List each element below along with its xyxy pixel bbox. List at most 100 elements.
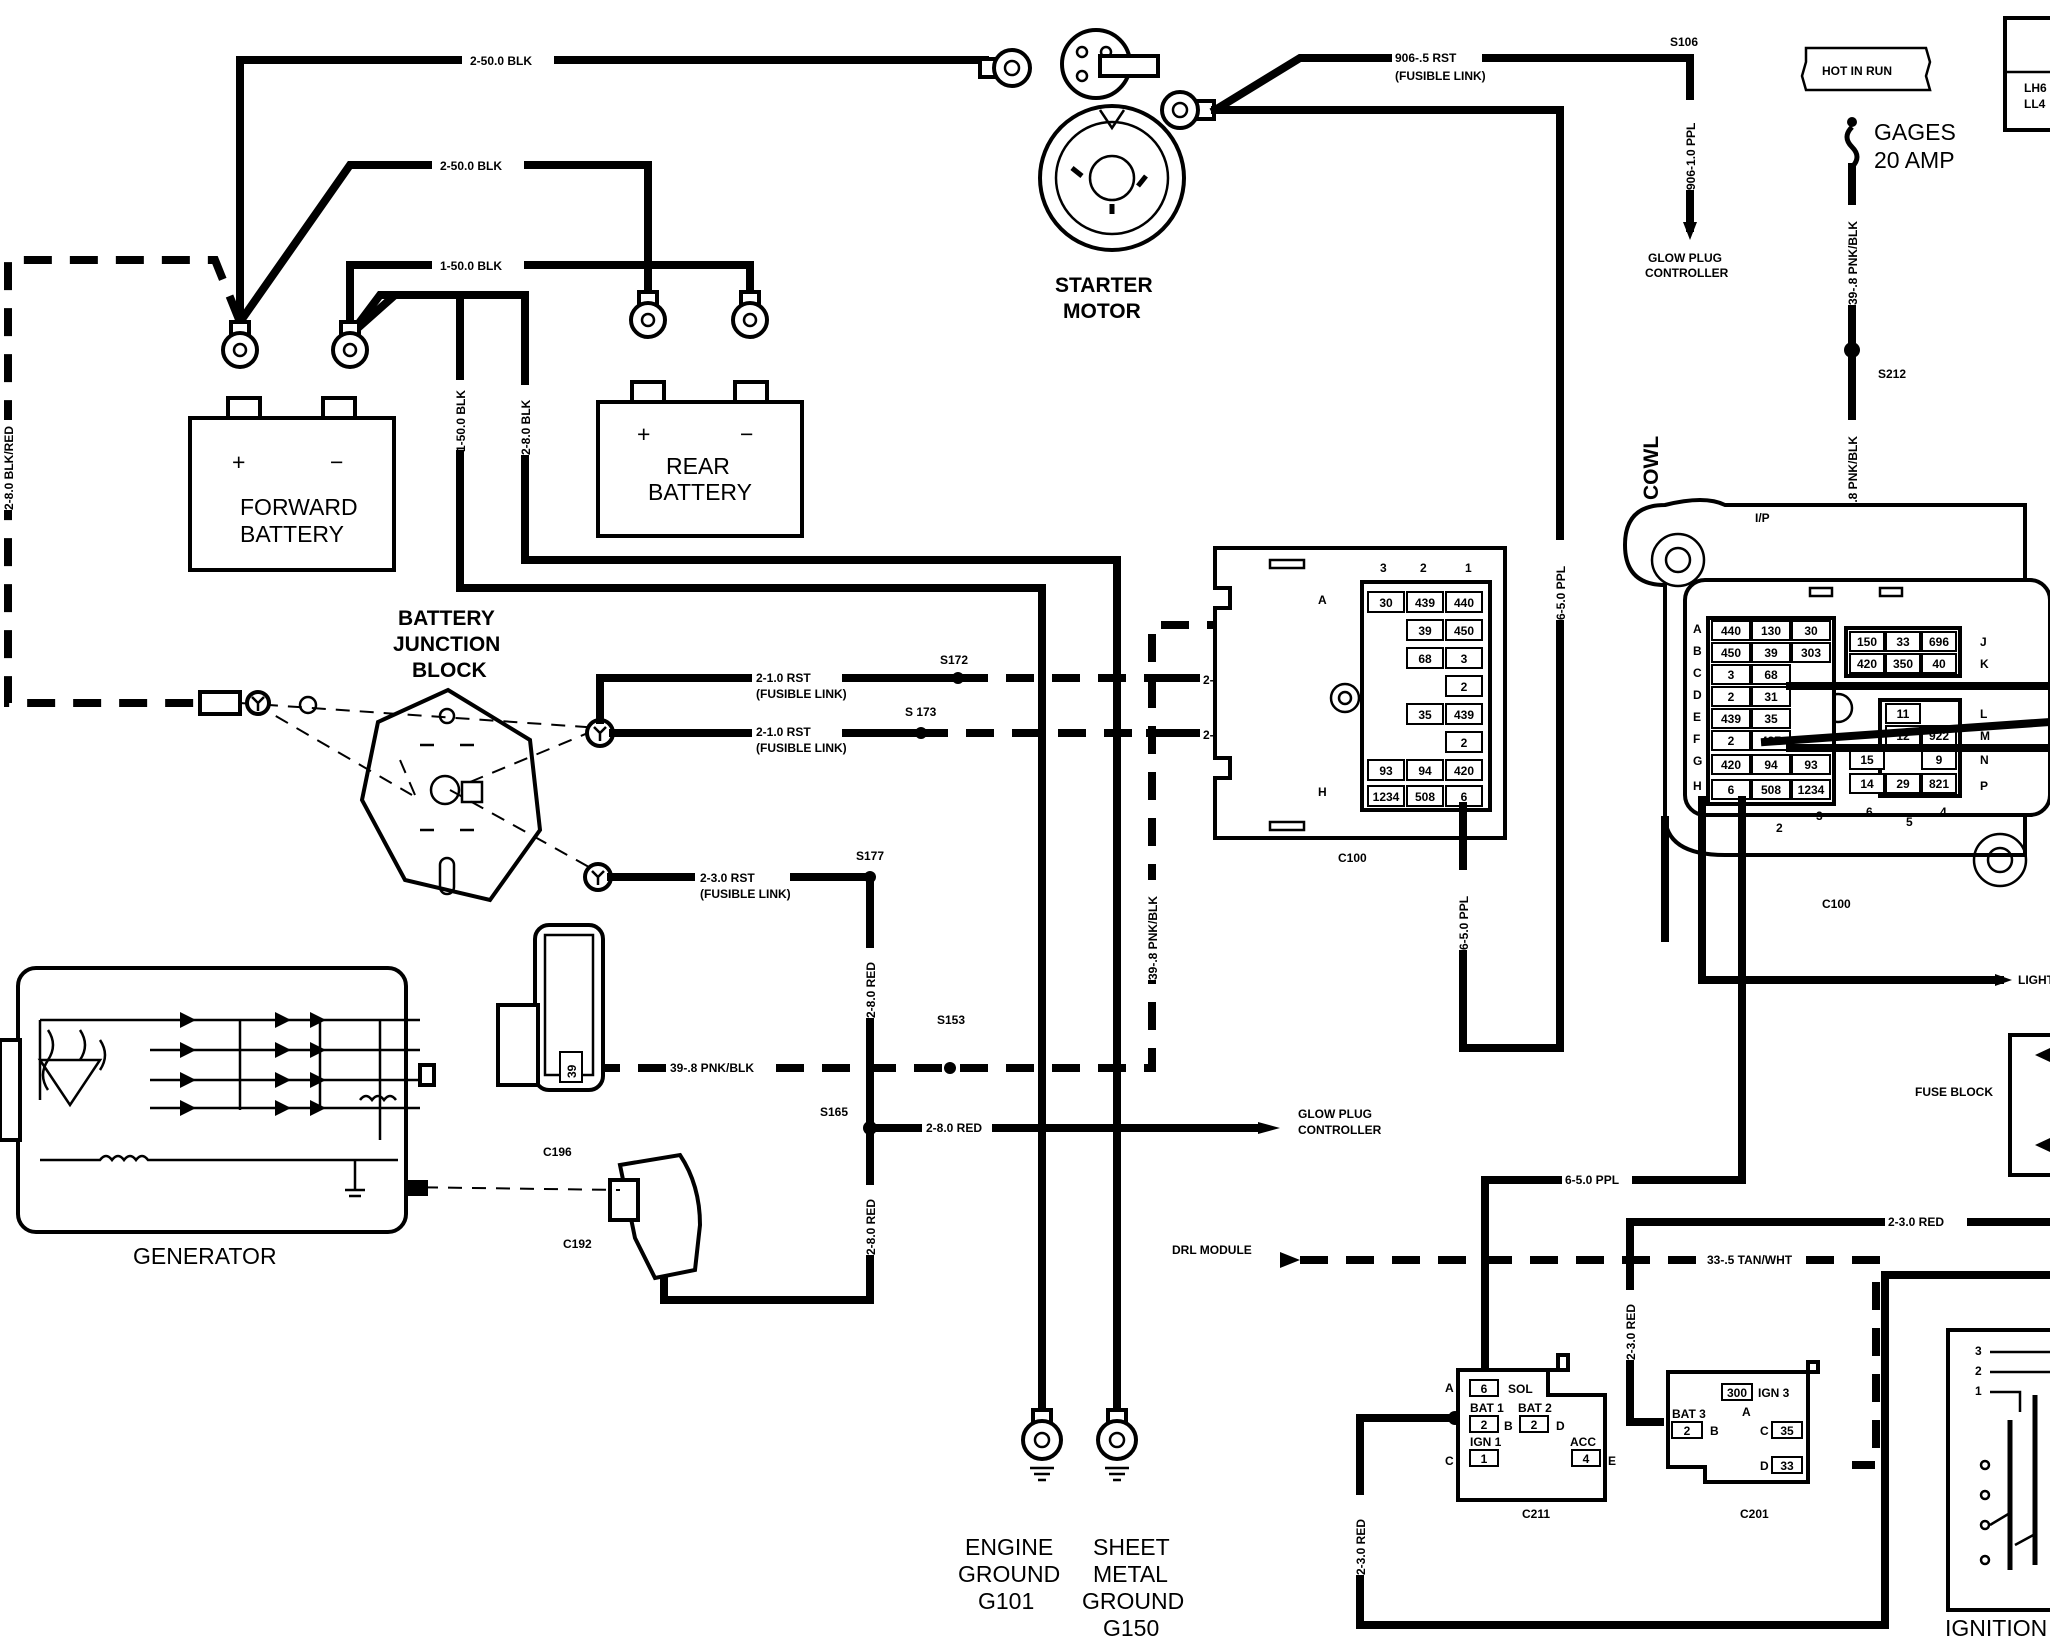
wire-label: 39-.8 PNK/BLK: [1846, 436, 1860, 520]
pin-cell: 68: [1418, 652, 1432, 666]
pin-letter: A: [1445, 1381, 1454, 1395]
connector-c100-left: 3 2 1 A H 30 439 440 39 450 68 3 2 35 43…: [1213, 546, 1507, 865]
pin-cell: 9: [1936, 753, 1943, 767]
ignition-circuit: DRL MODULE 33-.5 TAN/WHT 2-3.0 RED 2-3.0…: [1172, 1214, 2050, 1641]
pin-letter: B: [1504, 1419, 1513, 1433]
pin-cell: 350: [1893, 657, 1913, 671]
splice-s173: S 173: [905, 705, 937, 719]
hot-in-run-label: HOT IN RUN: [1822, 64, 1892, 78]
pin-row-label: K: [1980, 657, 1989, 671]
pin-row-label: E: [1693, 710, 1701, 724]
pin-cell: 29: [1896, 777, 1910, 791]
wire-label: 906-1.0 PPL: [1684, 123, 1698, 190]
pin-cell: 1: [1481, 1452, 1488, 1466]
junction-block-label: BATTERY: [398, 607, 495, 630]
pin-row-label: H: [1318, 785, 1327, 799]
pin-cell: 33: [1780, 1459, 1794, 1473]
pin-cell: 6: [1481, 1382, 1488, 1396]
wire-label: 2-8.0 RED: [864, 962, 878, 1018]
pin-row-label: G: [1693, 754, 1702, 768]
wire-label: 2-50.0 BLK: [470, 54, 532, 68]
starter-motor-label: MOTOR: [1063, 300, 1141, 323]
ring-terminals: [221, 48, 1216, 1461]
fuse-block: FUSE BLOCK: [1915, 1033, 2050, 1177]
pin-letter: D: [1760, 1459, 1769, 1473]
sheet-metal-ground-label: GROUND: [1082, 1588, 1184, 1614]
wire-label: 33-.5 TAN/WHT: [1707, 1253, 1793, 1267]
pin-row-label: A: [1693, 622, 1702, 636]
pin-label: BAT 2: [1518, 1401, 1552, 1415]
pin-cell: 94: [1418, 764, 1432, 778]
forward-battery: + − FORWARD BATTERY: [188, 396, 396, 572]
generator-label: GENERATOR: [133, 1243, 277, 1269]
pin-cell: 35: [1418, 708, 1432, 722]
glow-plug-controller-label: GLOW PLUG: [1298, 1107, 1372, 1121]
splice-s153: S153: [937, 1013, 965, 1027]
starter-motor-label: STARTER: [1055, 274, 1153, 297]
pin-cell: 35: [1780, 1424, 1794, 1438]
pin-number: 2: [1776, 821, 1783, 835]
pin-cell: 130: [1761, 624, 1781, 638]
connector-label: C211: [1522, 1507, 1550, 1521]
ground-symbols: [1030, 1466, 1129, 1482]
pin-cell: 3: [1728, 668, 1735, 682]
pin-cell: 821: [1929, 777, 1949, 791]
pin-cell: 15: [1860, 753, 1874, 767]
forward-battery-label: FORWARD: [240, 494, 358, 520]
engine-ground-label: ENGINE: [965, 1534, 1053, 1560]
connector-label: C100: [1338, 851, 1367, 865]
lights-label: LIGHT: [2018, 973, 2050, 987]
pin-cell: 439: [1721, 712, 1741, 726]
pin-cell: 450: [1454, 624, 1474, 638]
pin-number: 5: [1906, 815, 1913, 829]
pin-number: 3: [1975, 1344, 1982, 1358]
wire-label: 6-5.0 PPL: [1565, 1173, 1619, 1187]
wire-label: 2-3.0 RED: [1354, 1519, 1368, 1575]
rear-battery-label: REAR: [666, 453, 730, 479]
pin-cell: 2: [1531, 1418, 1538, 1432]
pin-cell: 30: [1804, 624, 1818, 638]
pin-label: BAT 1: [1470, 1401, 1504, 1415]
pin-cell: 3: [1461, 652, 1468, 666]
pin-letter: E: [1608, 1454, 1616, 1468]
battery-positive: +: [232, 449, 245, 475]
pin-cell: 1234: [1798, 783, 1825, 797]
pin-cell: 31: [1764, 690, 1778, 704]
wire-label: 2-3.0 RED: [1888, 1215, 1944, 1229]
pin-cell: 2: [1461, 736, 1468, 750]
pin-label: SOL: [1508, 1382, 1533, 1396]
connector-label: C196: [543, 1145, 572, 1159]
rear-battery: + − REAR BATTERY: [596, 380, 804, 538]
wire-label: 2-50.0 BLK: [440, 159, 502, 173]
pin-cell: 2: [1481, 1418, 1488, 1432]
pin-row-label: J: [1980, 635, 1987, 649]
pin-cell: 439: [1415, 596, 1435, 610]
pin-cell: 2: [1728, 690, 1735, 704]
wire-label: 1-50.0 BLK: [440, 259, 502, 273]
pin-row-label: H: [1693, 779, 1702, 793]
pin-cell: 93: [1804, 758, 1818, 772]
pin-cell: 39: [1418, 624, 1432, 638]
pin-cell: 33: [1896, 635, 1910, 649]
pin-label: ACC: [1570, 1435, 1596, 1449]
starter-motor: STARTER MOTOR: [1038, 28, 1186, 323]
connector-label: C201: [1740, 1507, 1769, 1521]
battery-negative: −: [330, 449, 343, 475]
pin-cell: 2: [1728, 734, 1735, 748]
pin-letter: C: [1445, 1454, 1454, 1468]
pin-number: 2: [1975, 1364, 1982, 1378]
pin-cell: 300: [1727, 1386, 1747, 1400]
pin-label: BAT 3: [1672, 1407, 1706, 1421]
pin-cell: 2: [1461, 680, 1468, 694]
connector-label: C100: [1822, 897, 1851, 911]
pin-cell: 30: [1379, 596, 1393, 610]
pin-cell: 150: [1857, 635, 1877, 649]
pin-row-label: M: [1980, 729, 1990, 743]
generator: GENERATOR: [0, 966, 436, 1269]
pin-cell: 14: [1860, 777, 1874, 791]
splice-s106: S106: [1670, 35, 1698, 49]
pin-row-label: N: [1980, 753, 1989, 767]
pin-cell: 94: [1764, 758, 1778, 772]
engine-ground-label: G101: [978, 1588, 1034, 1614]
pin-cell: 450: [1721, 646, 1741, 660]
